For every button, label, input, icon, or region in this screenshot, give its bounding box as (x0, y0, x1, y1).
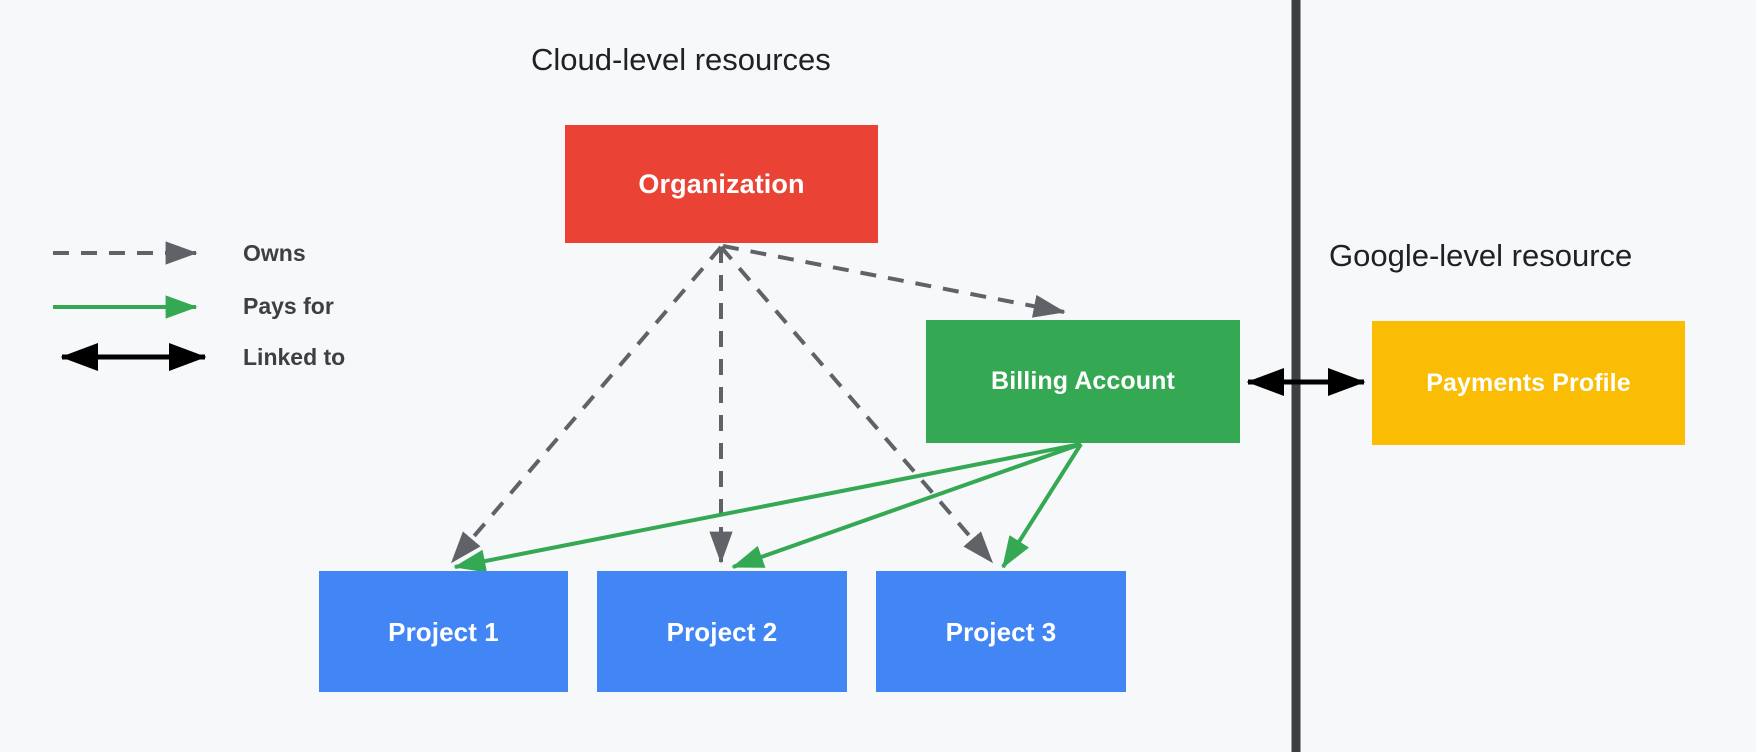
edge-billing-account-to-project-2 (731, 442, 1082, 569)
node-project-3-label: Project 3 (945, 616, 1057, 647)
legend: Owns Pays for Linked to (0, 0, 420, 400)
node-payments-profile-label: Payments Profile (1426, 368, 1631, 397)
edge-organization-to-billing-account (722, 244, 1066, 318)
edge-group-pays-for (453, 442, 1083, 573)
node-project-1-label: Project 1 (388, 616, 499, 647)
edge-organization-to-project-1 (450, 245, 723, 564)
legend-label-linked-to: Linked to (243, 344, 346, 370)
node-payments-profile[interactable]: Payments Profile (1372, 321, 1685, 445)
node-project-3[interactable]: Project 3 (876, 571, 1126, 692)
legend-label-pays-for: Pays for (243, 293, 334, 319)
heading-cloud-level-resources: Cloud-level resources (531, 42, 831, 77)
node-billing-account[interactable]: Billing Account (926, 320, 1240, 443)
node-project-2[interactable]: Project 2 (597, 571, 847, 692)
node-organization[interactable]: Organization (565, 125, 878, 243)
node-project-2-label: Project 2 (666, 616, 778, 647)
node-organization-label: Organization (638, 168, 805, 199)
edge-billing-account-to-project-3 (1001, 442, 1083, 569)
node-project-1[interactable]: Project 1 (319, 571, 568, 692)
node-billing-account-label: Billing Account (991, 367, 1175, 395)
heading-google-level-resource: Google-level resource (1329, 238, 1633, 273)
edge-billing-account-to-project-1 (453, 442, 1082, 573)
legend-label-owns: Owns (243, 240, 306, 266)
